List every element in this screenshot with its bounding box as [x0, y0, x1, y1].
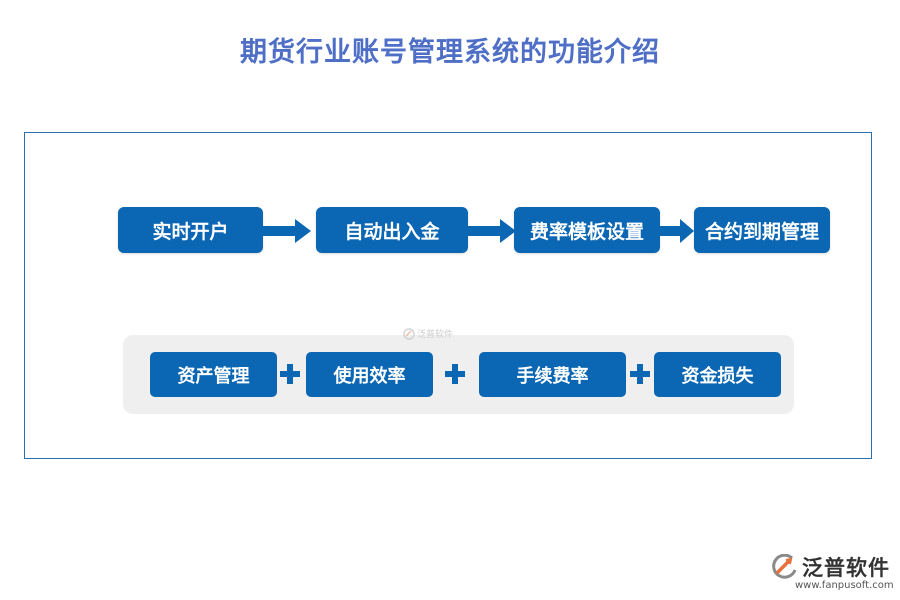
component-fee-rate: 手续费率 [479, 352, 626, 397]
flow-step-fee-template: 费率模板设置 [514, 207, 660, 253]
flow-step-deposit-withdraw: 自动出入金 [316, 207, 468, 253]
plus-icon [280, 364, 300, 384]
brand-name: 泛普软件 [802, 556, 890, 580]
flow-step-open-account: 实时开户 [118, 207, 263, 253]
component-capital-loss: 资金损失 [654, 352, 781, 397]
arrow-right-icon [468, 219, 516, 243]
brand-url: www.fanpusoft.com [795, 580, 894, 591]
brand-logo: 泛普软件 www.fanpusoft.com [770, 552, 895, 598]
component-usage-efficiency: 使用效率 [306, 352, 433, 397]
arrow-right-icon [660, 219, 694, 243]
plus-icon [445, 364, 465, 384]
watermark-text: 泛普软件 [417, 330, 454, 340]
fanpu-logo-icon [403, 327, 415, 340]
arrow-right-icon [263, 219, 311, 243]
flow-step-contract-expiry: 合约到期管理 [694, 207, 830, 253]
page-title: 期货行业账号管理系统的功能介绍 [240, 37, 660, 68]
fanpu-logo-icon [772, 554, 797, 579]
plus-icon [630, 364, 650, 384]
component-asset-management: 资产管理 [150, 352, 277, 397]
watermark: 泛普软件 [403, 327, 453, 340]
